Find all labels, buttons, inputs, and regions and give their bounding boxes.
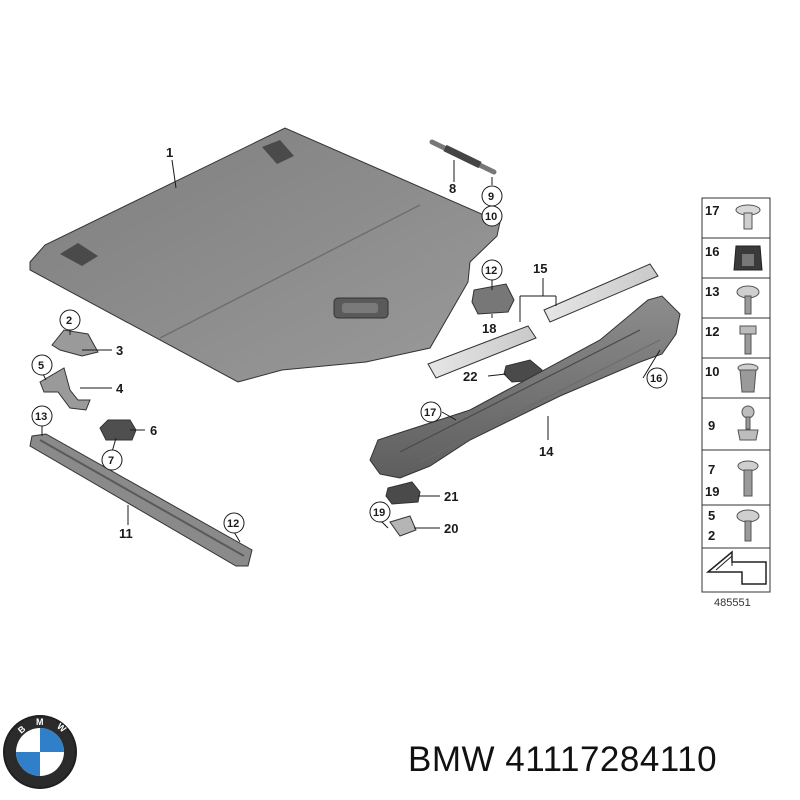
- callout-11: 11: [119, 526, 133, 541]
- ball-stud-icon: [737, 405, 759, 441]
- callout-17: 17: [424, 407, 436, 419]
- drawing-number: 485551: [714, 597, 751, 609]
- clip-part-21: [385, 481, 421, 505]
- callout-21: 21: [444, 489, 458, 504]
- callout-8: 8: [449, 181, 456, 196]
- callout-9: 9: [488, 191, 494, 203]
- sill-strips-part-15: [427, 263, 659, 379]
- legend-label-13: 13: [705, 284, 719, 299]
- leader-lines: [41, 159, 661, 543]
- callout-5: 5: [38, 360, 44, 372]
- legend-label-7: 7: [708, 462, 715, 477]
- legend-label-10: 10: [705, 364, 719, 379]
- callout-2: 2: [66, 315, 72, 327]
- legend-label-16: 16: [705, 244, 719, 259]
- legend-label-5: 5: [708, 508, 715, 523]
- callout-22: 22: [463, 369, 477, 384]
- callout-6: 6: [150, 423, 157, 438]
- floor-panel-part-1: [29, 127, 501, 383]
- washer-screw-icon: [737, 460, 759, 497]
- bmw-logo: B M W: [3, 715, 77, 789]
- legend-label-12: 12: [705, 324, 719, 339]
- brand-label: BMW: [408, 740, 496, 779]
- rivet-nut-icon: [737, 363, 759, 393]
- callout-circles: [31, 185, 668, 534]
- arrow-symbol-icon: [705, 550, 767, 585]
- torx-screw-icon: [736, 285, 760, 315]
- callout-20: 20: [444, 521, 458, 536]
- rail-part-11: [29, 433, 253, 567]
- gas-strut-part-8: [429, 139, 497, 175]
- callout-12b: 12: [227, 518, 239, 530]
- legend-label-17: 17: [705, 203, 719, 218]
- callout-19: 19: [373, 507, 385, 519]
- callout-14: 14: [539, 444, 554, 459]
- bracket-part-3: [51, 329, 99, 357]
- callout-1: 1: [166, 145, 173, 160]
- legend-label-2: 2: [708, 528, 715, 543]
- callout-7: 7: [108, 455, 114, 467]
- callout-16: 16: [650, 373, 662, 385]
- svg-text:B: B: [16, 723, 28, 735]
- legend-label-9: 9: [708, 418, 715, 433]
- push-rivet-icon: [735, 204, 761, 230]
- svg-text:M: M: [36, 717, 44, 727]
- callout-18: 18: [482, 321, 496, 336]
- callout-12a: 12: [485, 265, 497, 277]
- bracket-part-20: [389, 515, 417, 537]
- pan-head-screw-icon: [736, 509, 760, 542]
- callout-3: 3: [116, 343, 123, 358]
- callout-10: 10: [485, 211, 497, 223]
- legend-label-19: 19: [705, 484, 719, 499]
- callout-4: 4: [116, 381, 124, 396]
- hex-screw-icon: [739, 325, 757, 355]
- callout-labels: 1 2 3 4 5 6 7 8 9 10 11 12 12 13 14 15 1…: [35, 145, 662, 541]
- clip-nut-icon: [733, 245, 763, 271]
- bracket-part-4: [39, 367, 91, 411]
- bracket-part-18: [471, 283, 515, 315]
- part-number-caption: BMW 41117284110: [408, 740, 717, 780]
- loading-sill-trim-part-14: [369, 295, 681, 479]
- hardware-legend: 17 16 13 12 10 9 7 19 5 2: [701, 197, 771, 609]
- callout-15: 15: [533, 261, 547, 276]
- part-number: 41117284110: [505, 740, 718, 779]
- callout-13: 13: [35, 411, 47, 423]
